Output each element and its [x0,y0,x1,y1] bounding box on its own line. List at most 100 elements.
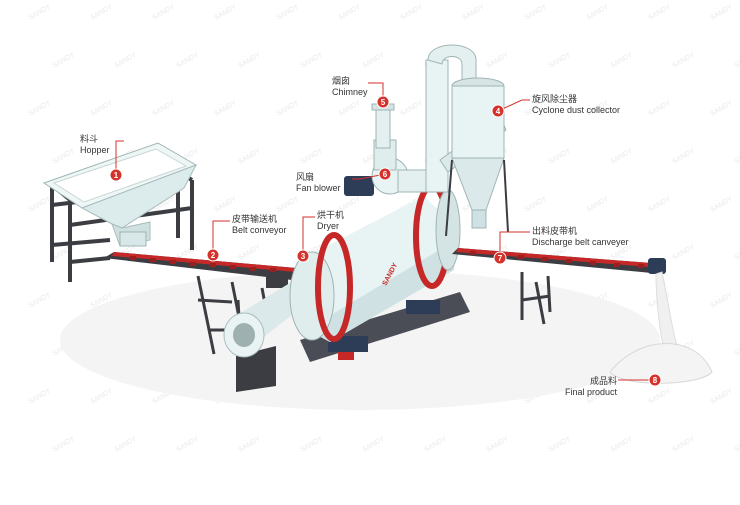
watermark-text: SANDY [734,243,740,261]
label-cyclone-zh: 旋风除尘器 [532,94,620,105]
watermark-text: SANDY [524,3,549,21]
label-cyclone: 旋风除尘器 Cyclone dust collector [532,94,620,116]
watermark-text: SANDY [338,99,363,117]
watermark-text: SANDY [90,3,115,21]
watermark-text: SANDY [52,147,77,165]
label-fan-blower-zh: 风扇 [296,172,341,183]
label-chimney: 烟囱 Chimney [332,76,368,98]
watermark-text: SANDY [648,387,673,405]
watermark-text: SANDY [648,195,673,213]
callout-number-7: 7 [498,254,503,263]
watermark-text: SANDY [672,243,697,261]
watermark-text: SANDY [586,195,611,213]
label-hopper-en: Hopper [80,145,110,156]
callout-number-5: 5 [381,98,386,107]
watermark-text: SANDY [238,147,263,165]
watermark-text: SANDY [28,291,53,309]
label-hopper: 料斗 Hopper [80,134,110,156]
watermark-text: SANDY [672,435,697,453]
label-final-product: 成品料 Final product [565,376,617,398]
label-discharge-conveyor-en: Discharge belt canveyer [532,237,629,248]
watermark-text: SANDY [238,435,263,453]
watermark-text: SANDY [586,3,611,21]
watermark-text: SANDY [28,99,53,117]
watermark-text: SANDY [276,195,301,213]
label-dryer: 烘干机 Dryer [317,210,344,232]
watermark-text: SANDY [152,3,177,21]
watermark-text: SANDY [276,99,301,117]
watermark-text: SANDY [400,3,425,21]
watermark-text: SANDY [114,435,139,453]
watermark-text: SANDY [610,51,635,69]
watermark-text: SANDY [276,3,301,21]
watermark-text: SANDY [214,3,239,21]
watermark-text: SANDY [114,51,139,69]
watermark-text: SANDY [214,195,239,213]
label-chimney-zh: 烟囱 [332,76,368,87]
watermark-text: SANDY [400,99,425,117]
watermark-text: SANDY [486,435,511,453]
watermark-text: SANDY [214,99,239,117]
watermark-text: SANDY [710,3,735,21]
label-discharge-conveyor-zh: 出料皮带机 [532,226,629,237]
watermark-text: SANDY [176,435,201,453]
label-discharge-conveyor: 出料皮带机 Discharge belt canveyer [532,226,629,248]
callout-number-4: 4 [496,107,501,116]
label-belt-conveyor-zh: 皮带输送机 [232,214,287,225]
callout-number-1: 1 [114,171,119,180]
watermark-text: SANDY [338,3,363,21]
watermark-text: SANDY [90,99,115,117]
watermark-text: SANDY [362,435,387,453]
watermark-text: SANDY [424,435,449,453]
watermark-text: SANDY [610,435,635,453]
watermark-text: SANDY [90,387,115,405]
label-dryer-en: Dryer [317,221,344,232]
watermark-text: SANDY [610,147,635,165]
watermark-text: SANDY [548,147,573,165]
callout-number-3: 3 [301,252,306,261]
fan-blower [344,140,438,196]
watermark-text: SANDY [28,195,53,213]
watermark-text: SANDY [486,51,511,69]
watermark-text: SANDY [648,3,673,21]
watermark-text: SANDY [52,51,77,69]
callout-number-6: 6 [383,170,388,179]
watermark-text: SANDY [548,435,573,453]
label-fan-blower: 风扇 Fan blower [296,172,341,194]
watermark-text: SANDY [648,99,673,117]
watermark-text: SANDY [152,99,177,117]
watermark-text: SANDY [28,3,53,21]
label-belt-conveyor: 皮带输送机 Belt conveyor [232,214,287,236]
watermark-text: SANDY [238,51,263,69]
label-belt-conveyor-en: Belt conveyor [232,225,287,236]
label-final-product-zh: 成品料 [565,376,617,387]
watermark-text: SANDY [362,51,387,69]
watermark-text: SANDY [734,435,740,453]
watermark-text: SANDY [300,435,325,453]
watermark-text: SANDY [176,51,201,69]
label-hopper-zh: 料斗 [80,134,110,145]
watermark-text: SANDY [734,339,740,357]
watermark-text: SANDY [672,147,697,165]
label-final-product-en: Final product [565,387,617,398]
watermark-text: SANDY [710,195,735,213]
watermark-text: SANDY [524,195,549,213]
watermark-text: SANDY [710,291,735,309]
label-fan-blower-en: Fan blower [296,183,341,194]
callout-number-8: 8 [653,376,658,385]
watermark-text: SANDY [52,435,77,453]
watermark-text: SANDY [710,99,735,117]
watermark-text: SANDY [462,3,487,21]
watermark-text: SANDY [28,387,53,405]
watermark-text: SANDY [300,51,325,69]
watermark-text: SANDY [710,387,735,405]
label-cyclone-en: Cyclone dust collector [532,105,620,116]
watermark-text: SANDY [238,243,263,261]
label-dryer-zh: 烘干机 [317,210,344,221]
watermark-text: SANDY [672,51,697,69]
watermark-text: SANDY [734,147,740,165]
watermark-text: SANDY [734,51,740,69]
watermark-text: SANDY [300,147,325,165]
